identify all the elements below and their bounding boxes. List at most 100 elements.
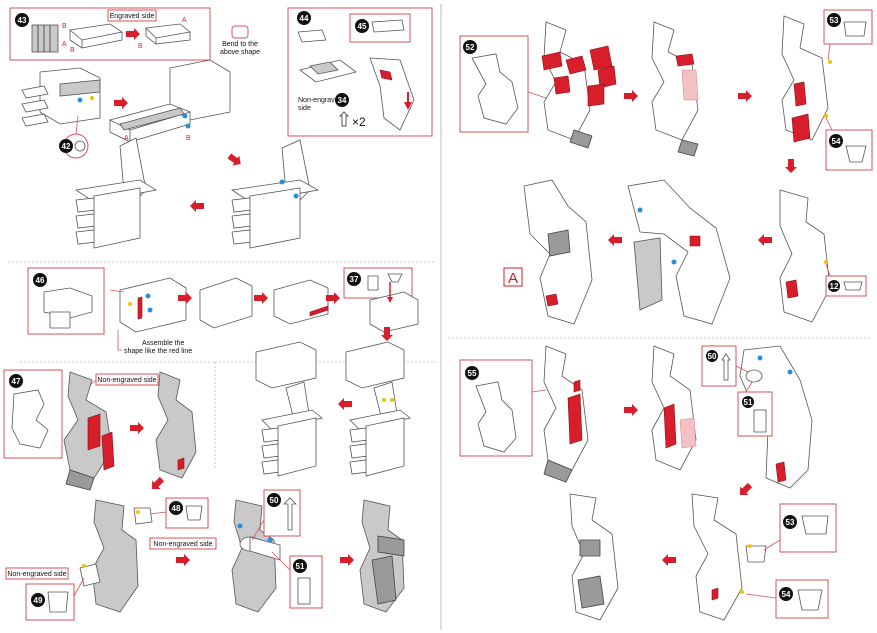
part-number: 55 — [468, 369, 477, 378]
leg-assembly-50-51 — [231, 499, 281, 613]
step-42-callout: 42 — [59, 115, 89, 159]
step-arrow — [758, 234, 772, 246]
step-arrow — [338, 398, 352, 410]
step-54b-callout: 54 — [745, 579, 829, 619]
step-50-callout: 50 — [251, 489, 301, 541]
torso-assembly-mid — [627, 179, 731, 325]
part-number: 46 — [36, 276, 45, 285]
leg-part-47-red — [63, 371, 115, 491]
arm-assembly-mid-left — [255, 341, 323, 477]
step-arrow — [254, 292, 268, 304]
step-52-callout: 52 — [459, 35, 547, 133]
step-54-callout: 54 — [825, 117, 873, 171]
part-43-folded — [145, 23, 191, 45]
part-number: 53 — [830, 16, 839, 25]
engraved-side-label: Engraved side — [110, 13, 155, 20]
part-number: 52 — [466, 43, 475, 52]
step-48-callout: 48 Non-engraved side — [149, 497, 217, 550]
part-number: 37 — [350, 275, 359, 284]
non-engraved-label-b: side — [298, 105, 311, 112]
step-arrow — [738, 90, 752, 102]
torso-assembly-complete — [523, 179, 593, 325]
part-number-badge — [15, 13, 29, 27]
step-51b-callout: 51 — [737, 381, 773, 437]
leg-part-55-folded — [651, 345, 697, 471]
part-37-assembled — [369, 291, 419, 333]
step-53b-callout: 53 — [763, 503, 837, 553]
leg-part-55-red — [543, 345, 589, 483]
step-53-callout: 53 — [823, 9, 873, 61]
part-number: 48 — [172, 504, 181, 513]
barrel-assembly-1 — [21, 67, 101, 127]
leg-part-47-folded — [155, 371, 197, 479]
step-55-callout: 55 — [459, 359, 547, 457]
arm-assembly-top-right — [230, 139, 320, 249]
leg-assembly-48-49 — [79, 499, 153, 613]
part-number: 42 — [62, 142, 71, 151]
torso-part-52-folded — [651, 21, 699, 157]
part-number: 43 — [18, 16, 27, 25]
step-46-callout: 46 — [27, 267, 105, 335]
part-number: 50 — [708, 352, 717, 361]
step-49-callout: Non-engraved side 49 — [5, 567, 85, 621]
bend-note-line1: Bend to the — [222, 41, 258, 48]
point-label: B — [138, 43, 143, 50]
part-number: 51 — [744, 398, 753, 407]
step-43-callout: 43 B A B Engraved side A B Bend to the a… — [9, 7, 260, 61]
step-arrow — [190, 200, 204, 212]
step-arrow — [340, 554, 354, 566]
point-label: A — [62, 41, 67, 48]
section-a-marker: A — [503, 267, 523, 287]
part-number: 51 — [296, 562, 305, 571]
arm-assembly-mid-right — [345, 341, 411, 477]
leg-assembly-final — [359, 499, 405, 613]
part-number: 44 — [300, 14, 309, 23]
step-50b-callout: 50 — [701, 345, 749, 387]
part-46-stage3 — [273, 279, 329, 325]
non-engraved-label-a: Non-engraved — [298, 97, 342, 104]
arm-assembly-top-left — [74, 137, 158, 249]
point-label: B — [62, 23, 67, 30]
step-37-callout: 37 — [343, 267, 413, 299]
barrel-assembly-2: A B — [108, 59, 231, 143]
leg-assembly-50b-51b — [739, 345, 813, 489]
leg-assembly-final-right — [569, 493, 619, 621]
section-letter: A — [508, 270, 518, 287]
step-arrow — [130, 422, 144, 434]
torso-assembly-53-54 — [781, 15, 832, 143]
step-arrow — [662, 554, 676, 566]
part-number: 50 — [270, 496, 279, 505]
step-arrow — [624, 90, 638, 102]
part-number: 53 — [786, 518, 795, 527]
leg-assembly-53b-54b — [691, 493, 767, 621]
step-arrow — [225, 151, 245, 169]
part-number: 12 — [830, 282, 839, 291]
torso-part-52-red — [541, 21, 617, 149]
step-12-callout: 12 — [825, 263, 867, 297]
part-43-sheet — [31, 24, 59, 53]
step-arrow — [624, 404, 638, 416]
assemble-note-line2: shape like the red line — [124, 348, 192, 355]
step-arrow — [147, 474, 167, 494]
point-label: B — [186, 135, 191, 142]
non-engraved-label-47: Non-engraved side — [97, 377, 156, 384]
part-46-stage2 — [199, 277, 253, 329]
step-46-assembly: Assemble the shape like the red line — [109, 277, 192, 355]
step-arrow — [176, 554, 190, 566]
part-number: 34 — [338, 96, 347, 105]
step-47-callout: 47 Non-engraved side — [3, 369, 159, 459]
part-number: 49 — [34, 596, 43, 605]
part-number: 45 — [358, 22, 367, 31]
assemble-note-line1: Assemble the — [142, 340, 185, 347]
point-label: B — [70, 47, 75, 54]
step-arrow — [735, 480, 755, 500]
step-arrow — [785, 159, 797, 173]
non-engraved-label-49: Non-engraved side — [7, 571, 66, 578]
step-51-callout: 51 — [271, 551, 323, 609]
step-arrow — [114, 97, 128, 109]
step-44-45-callout: 44 45 Non-engraved side 34 ×2 — [287, 7, 433, 137]
part-number: 54 — [782, 590, 791, 599]
step-arrow — [608, 234, 622, 246]
part-number: 47 — [12, 377, 21, 386]
